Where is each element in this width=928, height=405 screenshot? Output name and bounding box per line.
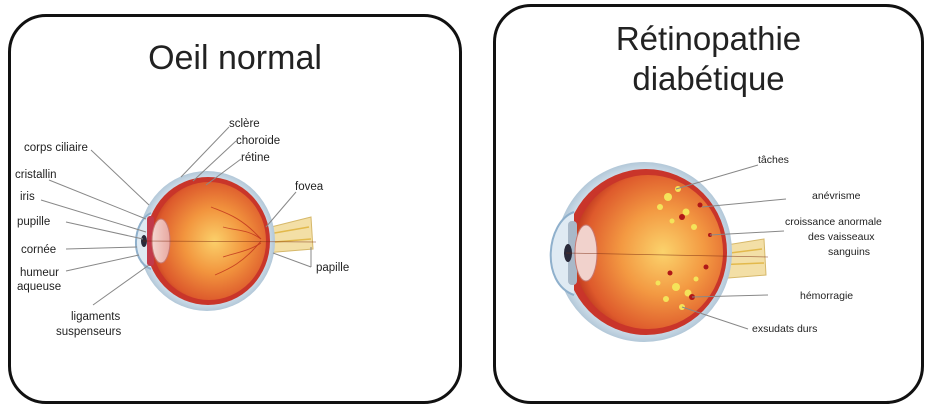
label-humeur-line2: aqueuse	[17, 281, 61, 293]
label-choroide: choroide	[236, 135, 280, 147]
label-taches: tâches	[758, 154, 789, 166]
diabetic-eye-diagram: tâches anévrisme croissance anormale des…	[496, 7, 924, 404]
label-cornee: cornée	[21, 244, 56, 256]
label-croissance-line2: des vaisseaux	[808, 231, 875, 243]
label-iris: iris	[20, 191, 35, 203]
label-croissance-line3: sanguins	[828, 246, 870, 258]
panel-normal-eye: Oeil normal	[8, 14, 462, 404]
label-humeur-line1: humeur	[20, 267, 59, 279]
normal-eye-diagram: corps ciliaire cristallin iris pupille c…	[11, 17, 462, 404]
label-croissance-line1: croissance anormale	[785, 216, 882, 228]
label-anevrisme: anévrisme	[812, 190, 861, 202]
label-fovea: fovea	[295, 181, 324, 193]
panel-diabetic-retinopathy: Rétinopathie diabétique	[493, 4, 924, 404]
label-corps-ciliaire: corps ciliaire	[24, 142, 88, 154]
label-sclere: sclère	[229, 118, 260, 130]
label-papille: papille	[316, 262, 349, 274]
label-ligaments-line1: ligaments	[71, 311, 120, 323]
label-ligaments-line2: suspenseurs	[56, 326, 121, 338]
label-hemorragie: hémorragie	[800, 290, 853, 302]
label-exsudats-durs: exsudats durs	[752, 323, 817, 335]
label-cristallin: cristallin	[15, 169, 57, 181]
label-pupille: pupille	[17, 216, 50, 228]
label-retine: rétine	[241, 152, 270, 164]
